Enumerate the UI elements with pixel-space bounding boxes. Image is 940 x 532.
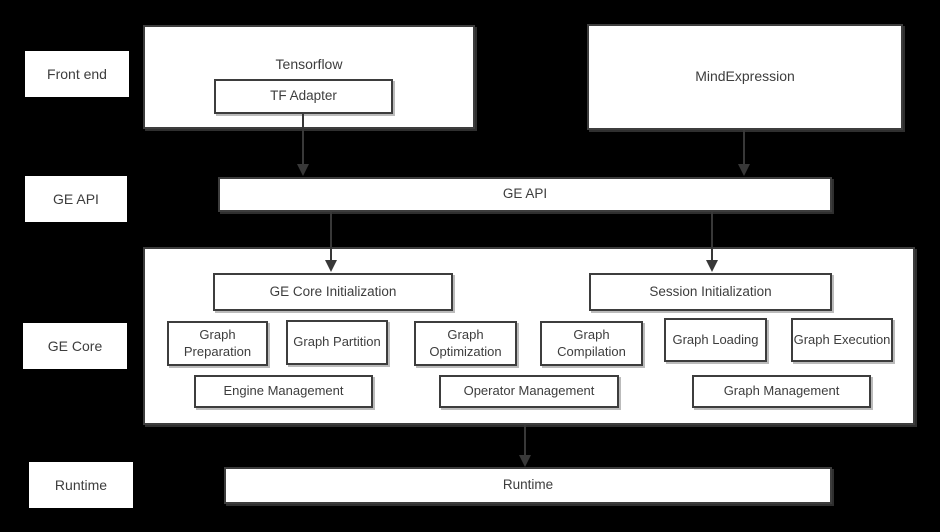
- stage-box-graph-loading: Graph Loading: [664, 318, 767, 362]
- arrow-shaft: [302, 114, 304, 164]
- stage-box-graph-compilation: Graph Compilation: [540, 321, 643, 366]
- arrow-head-icon: [706, 260, 718, 272]
- arrow-head-icon: [325, 260, 337, 272]
- stage-box-graph-optimization: Graph Optimization: [414, 321, 517, 366]
- arrow-shaft: [330, 212, 332, 260]
- tensorflow-label: Tensorflow: [275, 56, 343, 72]
- management-box-engine: Engine Management: [194, 375, 373, 408]
- arrow-shaft: [743, 130, 745, 164]
- arrow-mindexpression-to-ge-api: [738, 130, 750, 176]
- arrow-ge-api-to-ge-core-initialization: [325, 212, 337, 272]
- ge-core-initialization-box: GE Core Initialization: [213, 273, 453, 311]
- row-label-runtime: Runtime: [29, 462, 133, 508]
- runtime-bar: Runtime: [224, 467, 832, 504]
- arrow-head-icon: [519, 455, 531, 467]
- row-label-front-end: Front end: [25, 51, 129, 97]
- row-label-ge-core: GE Core: [23, 323, 127, 369]
- tf-adapter-box: TF Adapter: [214, 79, 393, 114]
- stage-box-graph-preparation: Graph Preparation: [167, 321, 268, 366]
- row-label-ge-api: GE API: [25, 176, 127, 222]
- session-initialization-box: Session Initialization: [589, 273, 832, 311]
- ge-api-bar: GE API: [218, 177, 832, 212]
- arrow-shaft: [524, 425, 526, 455]
- stage-box-graph-execution: Graph Execution: [791, 318, 893, 362]
- arrow-ge-core-to-runtime: [519, 425, 531, 467]
- arrow-head-icon: [738, 164, 750, 176]
- management-box-operator: Operator Management: [439, 375, 619, 408]
- arrow-head-icon: [297, 164, 309, 176]
- management-box-graph: Graph Management: [692, 375, 871, 408]
- mindexpression-box: MindExpression: [587, 24, 903, 130]
- stage-box-graph-partition: Graph Partition: [286, 320, 388, 365]
- arrow-shaft: [711, 212, 713, 260]
- arrow-tf-adapter-to-ge-api: [297, 114, 309, 176]
- arrow-ge-api-to-session-initialization: [706, 212, 718, 272]
